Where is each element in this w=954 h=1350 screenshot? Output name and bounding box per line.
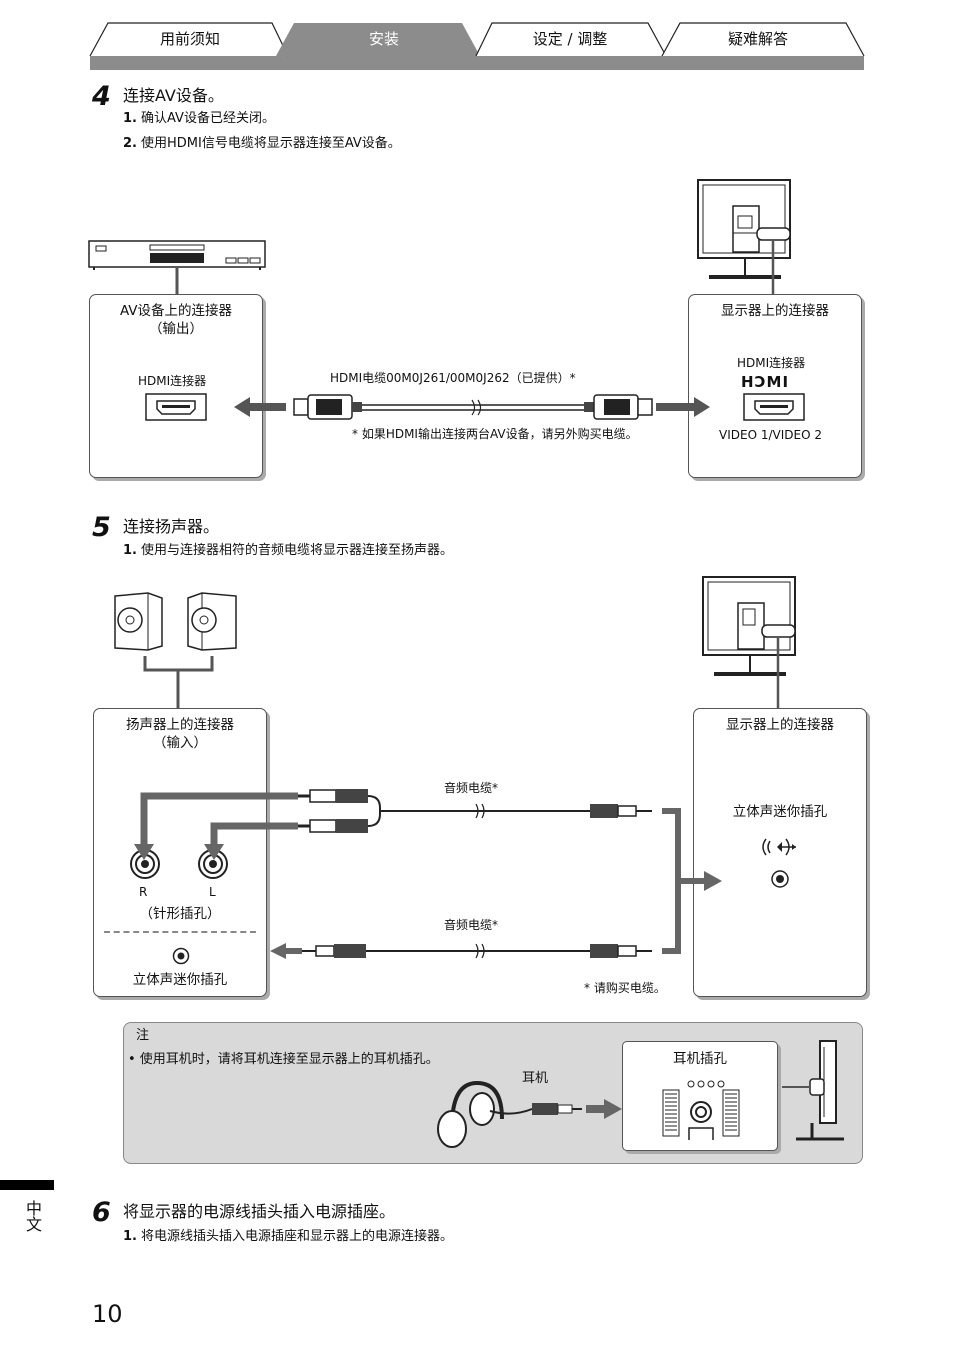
- rca-jacks: [130, 849, 228, 879]
- speaker-left-icon: [187, 592, 237, 651]
- audio-cables-illustration: [134, 789, 722, 959]
- mini-jack-icon-monitor: [771, 870, 789, 888]
- divider: [104, 931, 256, 933]
- audio-output-icon: [762, 838, 796, 856]
- item-text: 确认AV设备已经关闭。: [140, 111, 275, 126]
- speaker-box-subtitle: （输入）: [153, 735, 207, 751]
- hdmi-cable-note: * 如果HDMI输出连接两台AV设备，请另外购买电缆。: [352, 427, 638, 441]
- headphone-label: 耳机: [522, 1071, 549, 1086]
- headphones-icon: [437, 1080, 622, 1148]
- item-text: 使用HDMI信号电缆将显示器连接至AV设备。: [140, 136, 401, 151]
- note-heading: 注: [136, 1028, 150, 1043]
- av-device-illustration: [88, 240, 266, 296]
- hdmi-port-icon: [743, 393, 805, 421]
- tab-bar-shapes: [89, 22, 865, 70]
- tab-settings[interactable]: 设定 / 调整: [532, 30, 608, 48]
- step-6-title: 将显示器的电源线插头插入电源插座。: [123, 1202, 396, 1221]
- step-5-number: 5: [92, 512, 111, 543]
- monitor-back-illustration: [697, 179, 791, 296]
- hdmi-cable-label: HDMI电缆00M0J261/00M0J262（已提供）*: [330, 371, 576, 385]
- item-text: 使用与连接器相符的音频电缆将显示器连接至扬声器。: [140, 543, 453, 558]
- monitor-connector-box: 显示器上的连接器 HDMI连接器 HƆMI VIDEO 1/VIDEO 2: [688, 294, 862, 478]
- language-label: 中文: [23, 1200, 42, 1232]
- av-device-connector-box: AV设备上的连接器 （输出） HDMI连接器: [89, 294, 263, 478]
- av-box-title: AV设备上的连接器: [119, 303, 233, 319]
- buy-cable-note: * 请购买电缆。: [584, 981, 666, 995]
- item-number: 2.: [123, 136, 137, 151]
- step-5-item-1: 1.使用与连接器相符的音频电缆将显示器连接至扬声器。: [123, 542, 453, 560]
- jack-l-label: L: [209, 885, 216, 899]
- jack-r-label: R: [139, 885, 148, 899]
- headphone-note-box: 注 • 使用耳机时，请将耳机连接至显示器上的耳机插孔。 耳机 耳机插孔: [123, 1022, 863, 1164]
- rca-jack-l-icon: [198, 849, 228, 879]
- monitor-hdmi-label: HDMI连接器: [737, 356, 806, 370]
- speaker-connector-box: 扬声器上的连接器 （输入） R L （针形插孔） 立体声迷你插孔: [93, 708, 267, 997]
- headphone-jack-panel-icon: [662, 1080, 740, 1140]
- item-text: 将电源线插头插入电源插座和显示器上的电源连接器。: [140, 1229, 453, 1244]
- headphone-jack-label: 耳机插孔: [673, 1051, 727, 1067]
- tab-troubleshooting[interactable]: 疑难解答: [727, 30, 788, 48]
- language-side-marker: [0, 1180, 54, 1190]
- mini-jack-label-right: 立体声迷你插孔: [732, 804, 828, 820]
- headphone-jack-box: 耳机插孔: [622, 1041, 778, 1151]
- audio-cable-label-1: 音频电缆*: [444, 781, 499, 795]
- monitor-box-title: 显示器上的连接器: [721, 303, 829, 319]
- monitor-side-icon: [782, 1040, 844, 1141]
- video-input-label: VIDEO 1/VIDEO 2: [719, 428, 822, 442]
- step-6-item-1: 1.将电源线插头插入电源插座和显示器上的电源连接器。: [123, 1228, 453, 1246]
- section-tab-bar: 用前须知 安装 设定 / 调整 疑难解答: [89, 22, 865, 70]
- note-text: • 使用耳机时，请将耳机连接至显示器上的耳机插孔。: [128, 1052, 439, 1067]
- speaker-right-icon: [114, 592, 163, 651]
- mini-jack-icon: [172, 947, 190, 965]
- tab-installation[interactable]: 安装: [368, 30, 399, 48]
- item-number: 1.: [123, 543, 137, 558]
- item-number: 1.: [123, 111, 137, 126]
- page-number: 10: [92, 1300, 123, 1328]
- hdmi-port-icon: [145, 393, 207, 421]
- speakers-illustration: [114, 592, 237, 710]
- monitor-box-title-2: 显示器上的连接器: [726, 717, 834, 733]
- pin-jack-label: （针形插孔）: [139, 906, 221, 922]
- step-4-title: 连接AV设备。: [123, 86, 224, 105]
- step-4-item-1: 1.确认AV设备已经关闭。: [123, 110, 275, 128]
- step-4-number: 4: [92, 81, 111, 112]
- step-5-title: 连接扬声器。: [123, 517, 220, 536]
- speaker-box-title: 扬声器上的连接器: [126, 717, 234, 733]
- av-hdmi-label: HDMI连接器: [138, 374, 207, 388]
- hdmi-cable-illustration: [234, 394, 710, 420]
- tab-before-use[interactable]: 用前须知: [159, 30, 220, 48]
- step-6-number: 6: [92, 1197, 111, 1228]
- av-box-subtitle: （输出）: [149, 321, 203, 337]
- monitor-back-illustration-2: [702, 576, 796, 710]
- step-4-item-2: 2.使用HDMI信号电缆将显示器连接至AV设备。: [123, 135, 401, 153]
- hdmi-logo: HƆMI: [741, 373, 790, 391]
- audio-cable-label-2: 音频电缆*: [444, 918, 499, 932]
- mini-jack-label-left: 立体声迷你插孔: [132, 972, 228, 988]
- monitor-connector-box-2: 显示器上的连接器 立体声迷你插孔: [693, 708, 867, 997]
- item-number: 1.: [123, 1229, 137, 1244]
